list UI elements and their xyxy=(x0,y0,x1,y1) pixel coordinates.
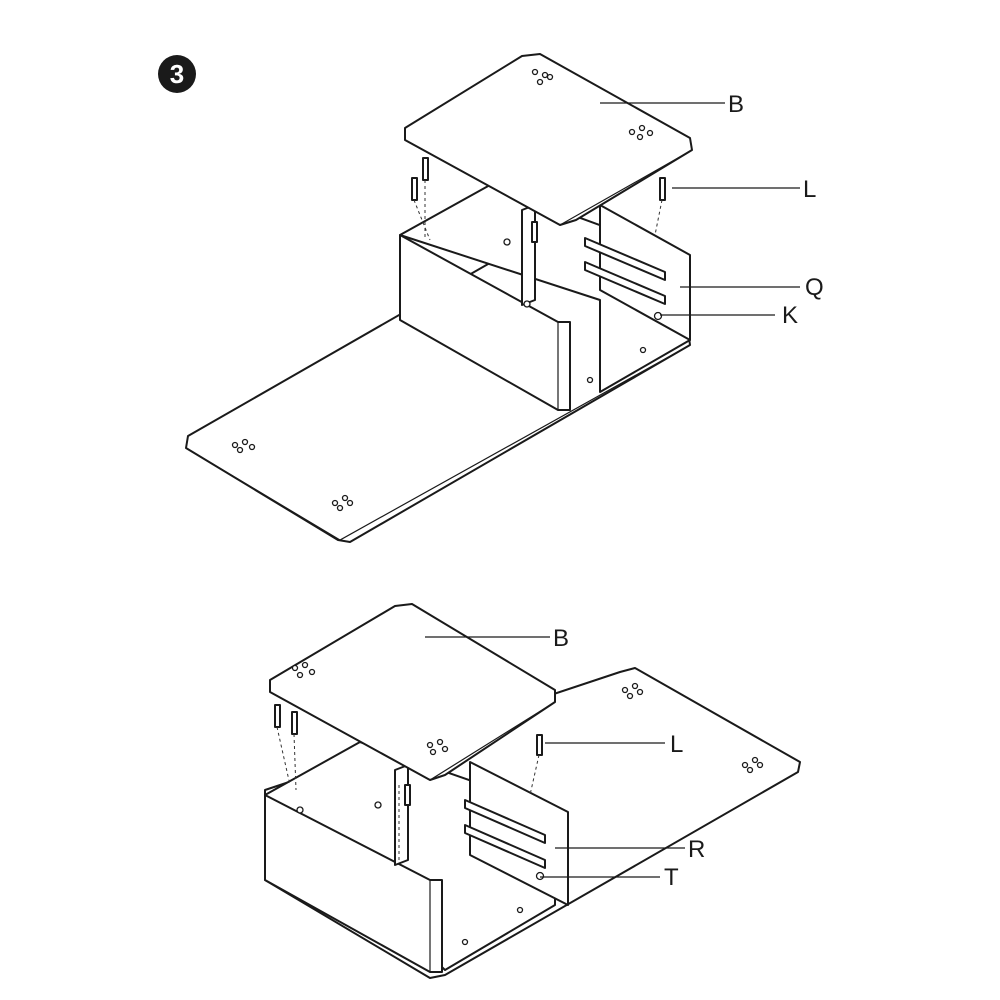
bottom-assembly xyxy=(264,603,801,979)
dowels xyxy=(274,704,543,860)
label-r: R xyxy=(688,836,706,863)
step-number-badge: 3 xyxy=(158,55,196,93)
label-q: Q xyxy=(805,274,824,301)
label-b-bottom: B xyxy=(553,625,570,652)
label-l-top: L xyxy=(803,176,817,203)
label-l-bottom: L xyxy=(670,731,684,758)
drawer-rails xyxy=(464,799,546,869)
right-side-panel xyxy=(469,761,569,906)
label-b-top: B xyxy=(728,91,745,118)
top-assembly xyxy=(185,53,800,543)
leader-lines xyxy=(425,636,685,878)
middle-divider xyxy=(394,764,409,866)
dowels xyxy=(411,157,666,243)
label-k: K xyxy=(782,302,799,329)
middle-divider xyxy=(521,204,536,306)
holes xyxy=(231,68,663,512)
drawer-rails xyxy=(584,237,666,305)
label-t: T xyxy=(664,864,679,891)
leader-lines xyxy=(600,102,800,316)
holes xyxy=(291,661,764,946)
